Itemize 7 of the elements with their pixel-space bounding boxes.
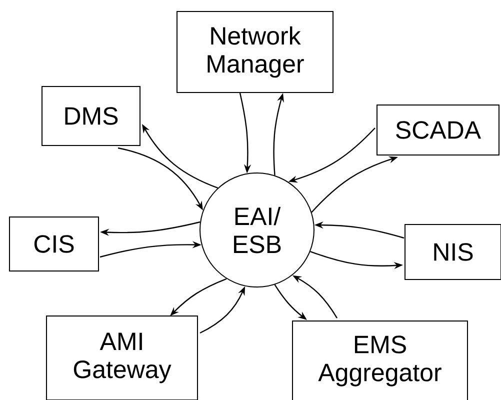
system-box: EMS Aggregator [292,320,468,400]
system-box: AMI Gateway [46,316,198,400]
system-box: CIS [9,216,99,272]
system-box: DMS [42,86,140,146]
system-box: Network Manager [176,11,334,93]
system-box: NIS [404,224,501,280]
system-box: SCADA [376,104,500,156]
